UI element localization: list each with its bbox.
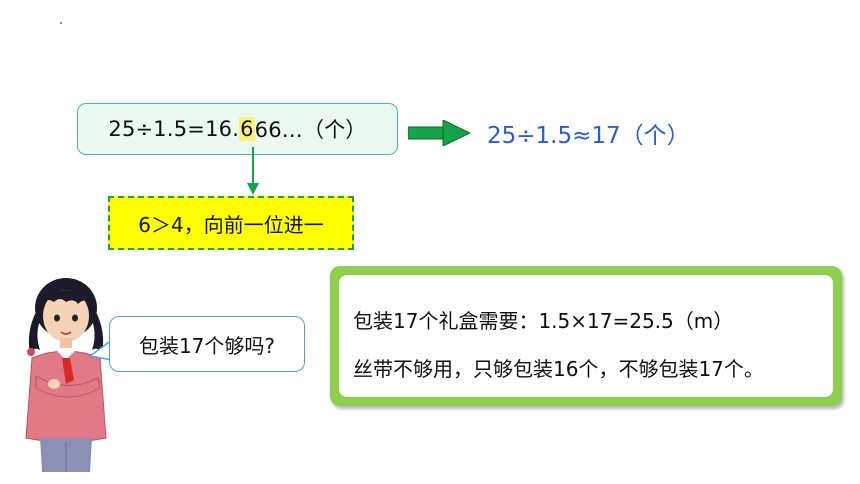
highlighted-digit: 6 bbox=[239, 117, 255, 141]
answer-panel: 包装17个礼盒需要：1.5×17=25.5（m） 丝带不够用，只够包装16个，不… bbox=[330, 266, 842, 406]
speech-bubble: 包装17个够吗? bbox=[109, 316, 305, 372]
girl-illustration bbox=[25, 278, 107, 472]
equation-part-after: 66…（个） bbox=[254, 118, 367, 142]
answer-line-1: 包装17个礼盒需要：1.5×17=25.5（m） bbox=[353, 309, 734, 333]
approximation-result: 25÷1.5≈17（个） bbox=[487, 123, 690, 149]
down-arrow-icon bbox=[247, 147, 259, 195]
answer-line-2: 丝带不够用，只够包装16个，不够包装17个。 bbox=[353, 357, 764, 381]
answer-panel-inner: 包装17个礼盒需要：1.5×17=25.5（m） 丝带不够用，只够包装16个，不… bbox=[339, 275, 833, 397]
right-arrow-icon bbox=[408, 120, 470, 146]
equation-part-before: 25÷1.5=16. bbox=[108, 117, 240, 141]
rounding-rule-box: 6＞4，向前一位进一 bbox=[108, 196, 354, 250]
decor-dot bbox=[60, 22, 62, 24]
